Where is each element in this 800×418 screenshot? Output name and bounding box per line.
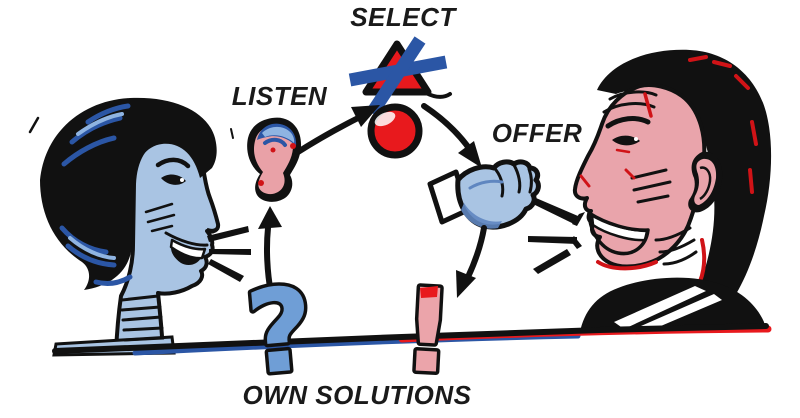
man-chin-red-edge	[596, 260, 658, 271]
ear-icon	[230, 117, 302, 202]
label-offer: OFFER	[491, 118, 583, 148]
red-circle	[367, 103, 423, 159]
arrow-offer-to-exclamation	[456, 225, 487, 298]
exclamation-mark-glyph: !	[398, 264, 457, 401]
ear-helix-pale	[262, 126, 295, 143]
exclamation-mark-icon: !	[395, 260, 461, 404]
man-neck-hatch-lines	[654, 226, 698, 266]
baseline	[52, 323, 772, 356]
woman-cheek-hatch-lines	[144, 202, 176, 233]
man-cheek-hatch-lines	[630, 168, 672, 204]
man-ear-inner	[694, 158, 717, 205]
ear-red-dot-2	[290, 143, 296, 149]
arrow-select-to-offer	[421, 103, 482, 168]
man-cheek-red-mark	[624, 168, 636, 180]
stray-hair-mark	[28, 116, 40, 134]
woman-teeth	[169, 238, 207, 260]
man-ear-detail	[699, 166, 712, 201]
woman-speech-lines	[207, 226, 251, 282]
offering-hand-icon	[427, 159, 541, 230]
select-scribble	[424, 91, 452, 99]
label-own-solutions: OWN SOLUTIONS	[242, 380, 472, 410]
exclamation-red-tip	[420, 286, 438, 298]
woman-nostril	[206, 226, 220, 232]
man-eye-icon	[612, 135, 640, 146]
circle-highlight	[374, 111, 396, 127]
baseline-ink-strand	[52, 323, 769, 354]
man-eye-glint	[634, 137, 638, 141]
ear-tick-mark	[230, 128, 234, 139]
triangle-cross-icon	[348, 36, 452, 117]
man-nose-red-mark	[579, 174, 591, 188]
question-mark-icon: ?	[238, 259, 323, 405]
woman-hair-highlights	[59, 103, 133, 286]
arrow-question-to-ear	[258, 206, 282, 296]
man-mouth-opening	[587, 211, 650, 256]
woman-hair	[40, 97, 217, 290]
woman-neck-hatch-lines	[120, 294, 165, 342]
arrow-ear-to-select	[295, 105, 380, 155]
question-mark-glyph: ?	[241, 262, 319, 401]
cycle-arrows	[258, 103, 487, 298]
woman-eyebrow	[155, 157, 191, 169]
hand-shading	[461, 203, 502, 229]
label-select: SELECT	[350, 2, 456, 32]
man-forehead-red-mark	[643, 92, 653, 118]
man-hair-highlights	[688, 55, 758, 194]
man-collar-stripes	[614, 286, 722, 334]
woman-figure	[28, 97, 251, 357]
man-speech-lines	[528, 198, 585, 274]
man-hair	[597, 49, 772, 294]
man-figure	[528, 49, 772, 334]
choice-circle-icon	[367, 103, 423, 159]
select-cross-stroke-2	[366, 36, 426, 117]
label-listen: LISTEN	[231, 81, 328, 111]
ear-swirl	[263, 137, 287, 147]
man-forehead-furrows	[602, 90, 658, 129]
ear-red-dot-3	[258, 180, 264, 186]
ear-red-dot-1	[270, 147, 276, 153]
woman-eye-icon	[161, 174, 186, 185]
hand-knuckle-line	[468, 179, 504, 190]
woman-upper-lip	[164, 231, 209, 247]
man-eye-red-tick	[615, 148, 631, 154]
woman-mouth-opening	[171, 248, 201, 266]
woman-eye-glint	[180, 178, 184, 182]
